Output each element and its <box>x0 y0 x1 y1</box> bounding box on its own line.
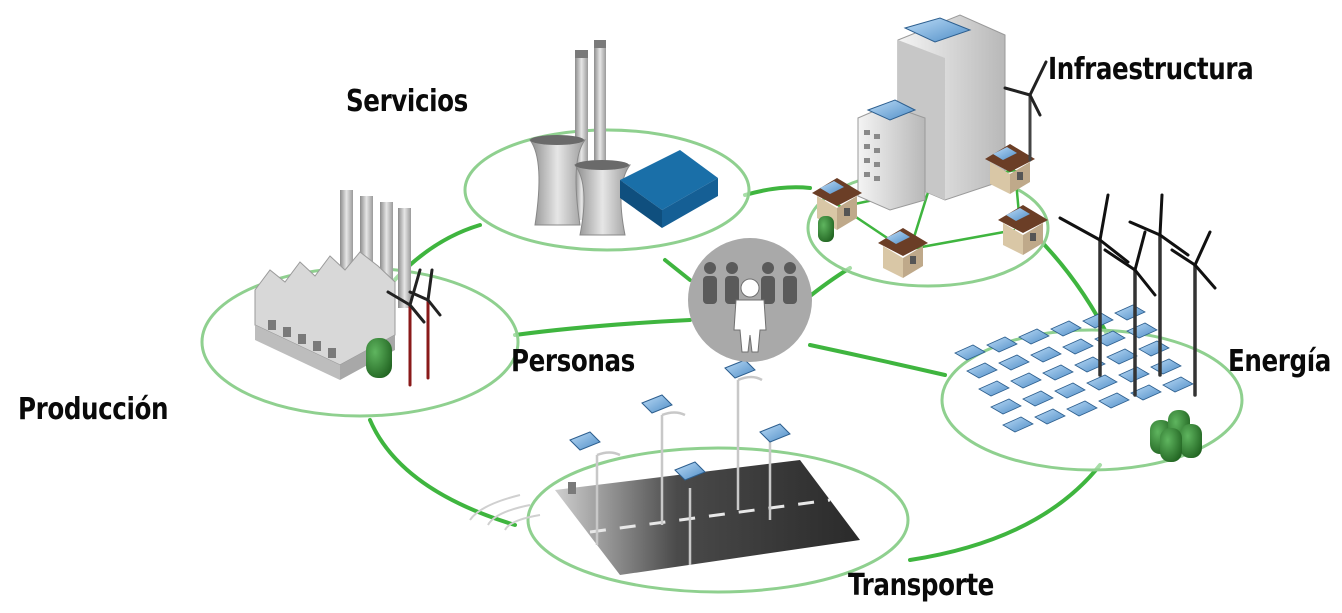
solar-panel <box>986 336 1018 353</box>
solar-panel <box>1010 372 1042 389</box>
solar-panel <box>1074 356 1106 373</box>
label-produccion: Producción <box>18 392 169 427</box>
wind-turbine-icon <box>1003 60 1048 162</box>
solar-panel <box>1062 338 1094 355</box>
label-infraestructura: Infraestructura <box>1048 52 1254 87</box>
factory-icon <box>254 190 411 380</box>
energy-tanks-icon <box>1150 410 1202 462</box>
solar-panel <box>1002 416 1034 433</box>
solar-farm-icon <box>954 304 1194 433</box>
wind-turbine-icon <box>386 268 442 387</box>
solar-panel <box>990 398 1022 415</box>
houses-icon <box>812 144 1048 278</box>
solar-panel <box>1106 348 1138 365</box>
power-plant-icon <box>529 40 718 236</box>
link-produccion-personas <box>513 318 692 337</box>
solar-panel <box>1042 364 1074 381</box>
solar-panel <box>1030 346 1062 363</box>
solar-panel <box>966 362 998 379</box>
solar-panel <box>1054 382 1086 399</box>
solar-panel <box>1018 328 1050 345</box>
solar-panel <box>954 344 986 361</box>
solar-panel <box>1082 312 1114 329</box>
solar-panel <box>1114 304 1146 321</box>
label-servicios: Servicios <box>346 84 468 119</box>
label-energia: Energía <box>1228 344 1331 379</box>
wind-farm-icon <box>1058 193 1217 397</box>
solar-panel <box>978 380 1010 397</box>
solar-panel <box>1098 392 1130 409</box>
buildings-icon <box>857 14 1006 211</box>
link-servicios-infra <box>743 185 812 197</box>
solar-panel <box>1050 320 1082 337</box>
solar-panel <box>1130 384 1162 401</box>
road-streetlights-icon <box>469 359 860 575</box>
label-transporte: Transporte <box>848 568 994 603</box>
link-infra-energia <box>1033 233 1112 342</box>
solar-panel <box>998 354 1030 371</box>
solar-panel <box>1094 330 1126 347</box>
solar-panel <box>1162 376 1194 393</box>
solar-panel <box>1066 400 1098 417</box>
solar-panel <box>1034 408 1066 425</box>
label-personas: Personas <box>511 344 635 379</box>
link-produccion-transporte <box>368 418 517 527</box>
link-energia-transporte <box>908 463 1102 562</box>
solar-panel <box>1086 374 1118 391</box>
link-personas-energia <box>808 343 947 377</box>
link-servicios-personas <box>663 258 692 282</box>
people-icon <box>688 238 812 362</box>
solar-panel <box>1022 390 1054 407</box>
